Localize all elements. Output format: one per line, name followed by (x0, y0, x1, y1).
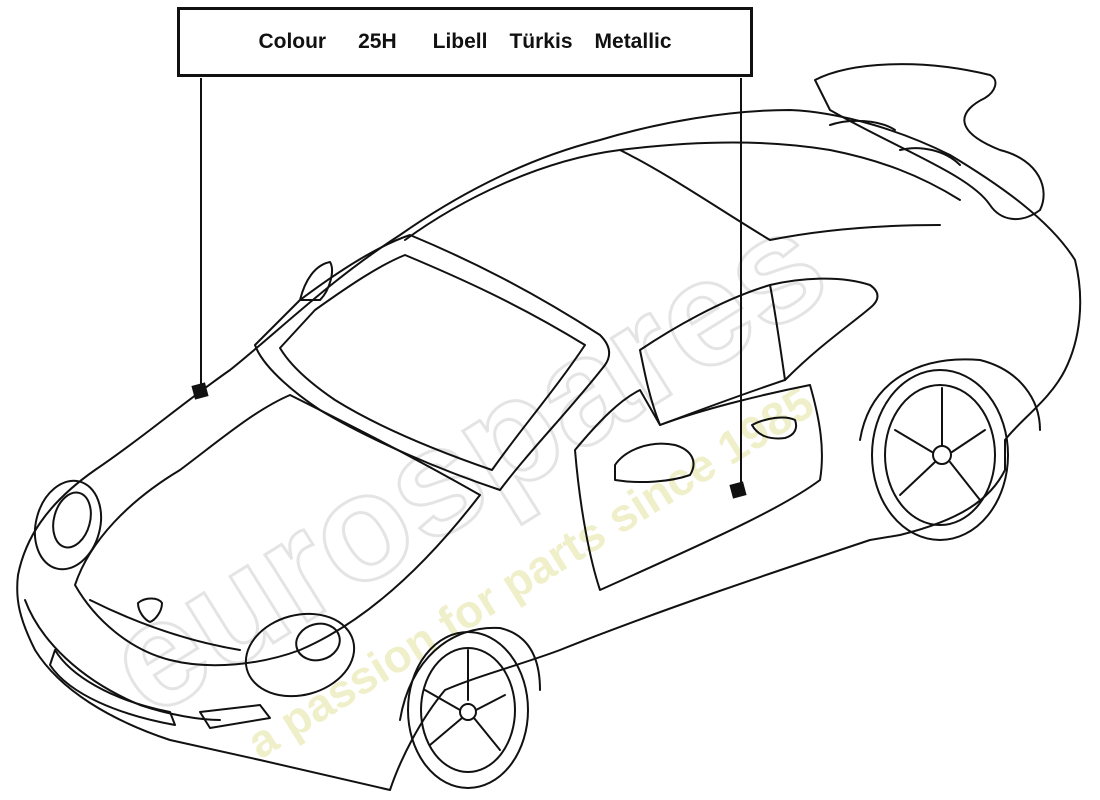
right-headlight (244, 612, 356, 698)
colour-name-3: Metallic (594, 30, 672, 53)
door-handle (751, 416, 798, 440)
colour-label-box: Colour 25H Libell Türkis Metallic (177, 7, 753, 77)
side-mirror (614, 442, 695, 484)
colour-code: 25H (358, 30, 397, 53)
rear-spoiler (814, 63, 1045, 220)
front-wheel (407, 631, 529, 789)
lower-intake (199, 704, 271, 729)
windshield-inner (279, 254, 586, 471)
window-pillar (769, 284, 786, 381)
left-headlight (33, 479, 103, 571)
colour-word: Colour (258, 30, 327, 53)
colour-name-1: Libell (432, 30, 488, 53)
crest-badge (137, 597, 163, 623)
front-intake (49, 649, 176, 726)
spoiler-vents (829, 119, 961, 166)
rear-wheel (871, 369, 1009, 541)
right-headlight-inner (295, 622, 341, 662)
roof-line-2 (619, 149, 941, 241)
door-paint-marker (729, 481, 747, 499)
hood-crease (89, 599, 241, 651)
colour-name-2: Türkis (509, 30, 573, 53)
left-mirror (299, 261, 333, 301)
left-headlight-inner (52, 491, 92, 549)
door-outline (574, 384, 823, 591)
hood-paint-marker (191, 382, 209, 400)
front-arch (399, 626, 541, 721)
watermark: eurospares a passion for parts since 198… (76, 175, 854, 769)
rear-arch (859, 358, 1041, 441)
car-body-outline (16, 109, 1082, 791)
roof-outline (404, 141, 961, 241)
hood (74, 394, 481, 667)
